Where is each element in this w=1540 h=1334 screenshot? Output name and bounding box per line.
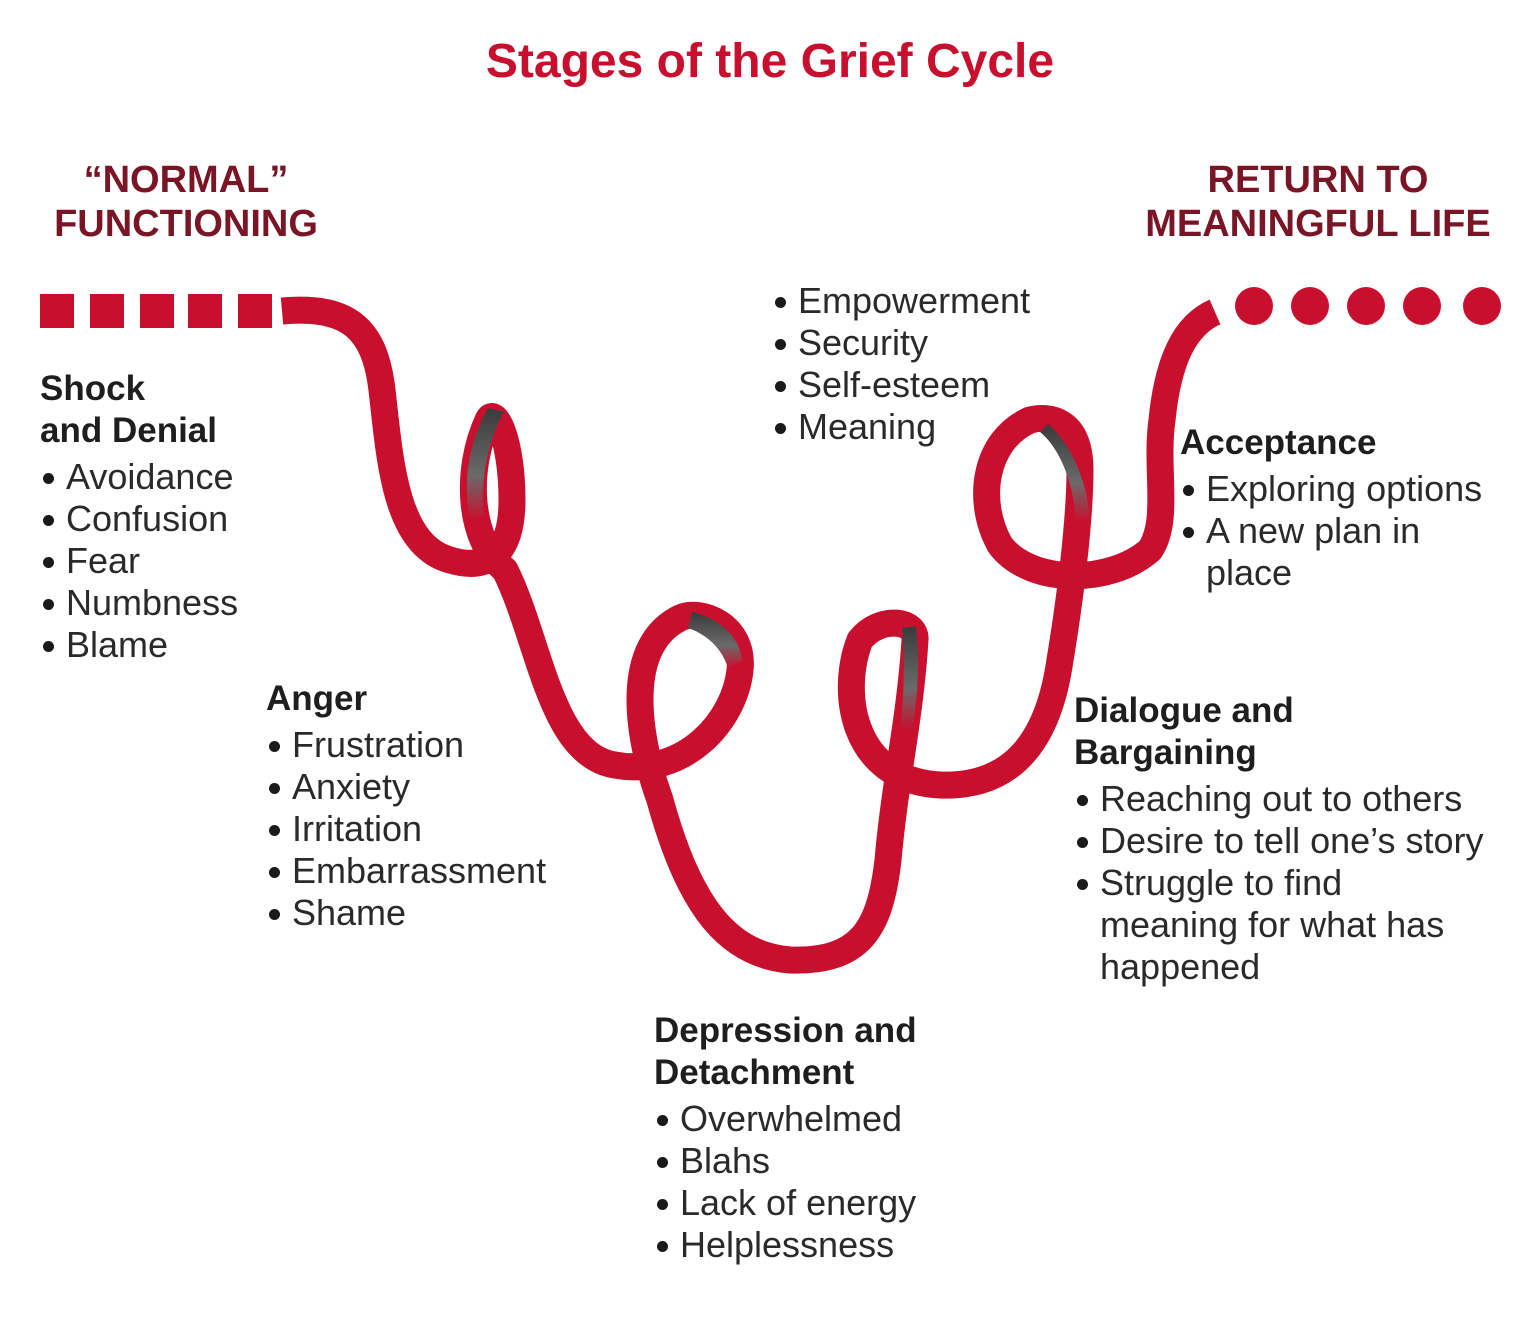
list-item: Security <box>772 322 1030 364</box>
stage-items: Reaching out to others Desire to tell on… <box>1074 778 1484 988</box>
outcomes-list: Empowerment Security Self-esteem Meaning <box>772 280 1030 448</box>
list-item-continuation: happened <box>1100 946 1261 987</box>
stage-items: Exploring options A new plan in place <box>1180 468 1482 594</box>
normal-functioning-line1: “NORMAL” <box>83 159 289 201</box>
stage-depression-and-detachment: Depression and Detachment Overwhelmed Bl… <box>654 1010 917 1266</box>
list-item: Overwhelmed <box>654 1098 917 1140</box>
list-item: Struggle to find <box>1074 862 1484 904</box>
stage-title: Dialogue and Bargaining <box>1074 690 1484 774</box>
list-item: Lack of energy <box>654 1182 917 1224</box>
stage-title-line: Bargaining <box>1074 733 1257 772</box>
list-item: Blame <box>40 624 238 666</box>
list-item: Irritation <box>266 808 546 850</box>
list-item: Blahs <box>654 1140 917 1182</box>
list-item: A new plan in <box>1180 510 1482 552</box>
list-item: Embarrassment <box>266 850 546 892</box>
list-item: Numbness <box>40 582 238 624</box>
stage-title: Acceptance <box>1180 422 1482 464</box>
meaningful-life-dots <box>1235 287 1501 325</box>
normal-functioning-line2: FUNCTIONING <box>54 203 318 245</box>
normal-functioning-label: “NORMAL” FUNCTIONING <box>36 158 336 246</box>
stage-items: Overwhelmed Blahs Lack of energy Helples… <box>654 1098 917 1266</box>
meaningful-life-line2: MEANINGFUL LIFE <box>1145 203 1491 245</box>
ribbon-twist-4 <box>1040 424 1090 522</box>
list-item: Self-esteem <box>772 364 1030 406</box>
stage-acceptance: Acceptance Exploring options A new plan … <box>1180 422 1482 594</box>
list-item: Empowerment <box>772 280 1030 322</box>
stage-title: Shock and Denial <box>40 368 238 452</box>
stage-title-line: and Denial <box>40 411 217 450</box>
list-item: Fear <box>40 540 238 582</box>
list-item: Desire to tell one’s story <box>1074 820 1484 862</box>
list-item: Meaning <box>772 406 1030 448</box>
stage-title-line: Anger <box>266 679 368 718</box>
list-item-continuation: place <box>1206 552 1293 593</box>
stage-title-line: Detachment <box>654 1053 855 1092</box>
diagram-title: Stages of the Grief Cycle <box>485 35 1055 88</box>
stage-title-line: Dialogue and <box>1074 691 1294 730</box>
list-item: Exploring options <box>1180 468 1482 510</box>
stage-dialogue-and-bargaining: Dialogue and Bargaining Reaching out to … <box>1074 690 1484 988</box>
list-item: Reaching out to others <box>1074 778 1484 820</box>
outcome-items: Empowerment Security Self-esteem Meaning <box>772 280 1030 448</box>
ribbon-twist-1 <box>466 408 504 520</box>
list-item: Shame <box>266 892 546 934</box>
stage-title-line: Shock <box>40 369 146 408</box>
stage-title-line: Acceptance <box>1180 423 1377 462</box>
stage-title: Anger <box>266 678 546 720</box>
meaningful-life-label: RETURN TO MEANINGFUL LIFE <box>1118 158 1518 246</box>
list-item: Helplessness <box>654 1224 917 1266</box>
meaningful-life-line1: RETURN TO <box>1207 159 1429 201</box>
stage-items: Avoidance Confusion Fear Numbness Blame <box>40 456 238 666</box>
stage-items: Frustration Anxiety Irritation Embarrass… <box>266 724 546 934</box>
list-item-continuation: meaning for what has <box>1100 904 1445 945</box>
list-item: Anxiety <box>266 766 546 808</box>
stage-title: Depression and Detachment <box>654 1010 917 1094</box>
stage-shock-and-denial: Shock and Denial Avoidance Confusion Fea… <box>40 368 238 666</box>
normal-functioning-dashes <box>40 294 272 328</box>
list-item: Confusion <box>40 498 238 540</box>
stage-anger: Anger Frustration Anxiety Irritation Emb… <box>266 678 546 934</box>
ribbon-twist-3 <box>900 626 919 730</box>
stage-title-line: Depression and <box>654 1011 917 1050</box>
ribbon-twist-2 <box>688 612 742 668</box>
list-item: Avoidance <box>40 456 238 498</box>
list-item: Frustration <box>266 724 546 766</box>
